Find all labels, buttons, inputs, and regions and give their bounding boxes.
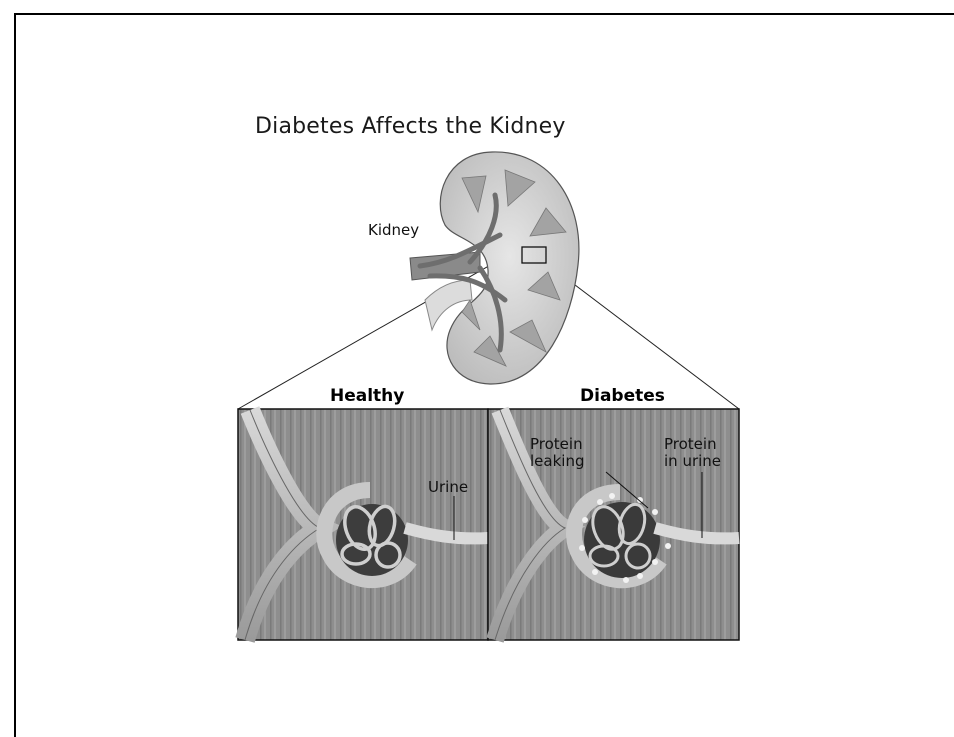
protein-in-urine-line1: Protein [664, 436, 721, 453]
protein-in-urine-label: Protein in urine [664, 436, 721, 470]
protein-leaking-line2: leaking [530, 453, 584, 470]
diabetes-heading: Diabetes [580, 386, 665, 406]
healthy-panel [238, 409, 488, 640]
protein-leaking-line1: Protein [530, 436, 584, 453]
kidney-label: Kidney [368, 222, 419, 239]
protein-leaking-label: Protein leaking [530, 436, 584, 470]
protein-in-urine-line2: in urine [664, 453, 721, 470]
kidney-icon [410, 152, 579, 384]
healthy-heading: Healthy [330, 386, 404, 406]
urine-label: Urine [428, 479, 468, 496]
